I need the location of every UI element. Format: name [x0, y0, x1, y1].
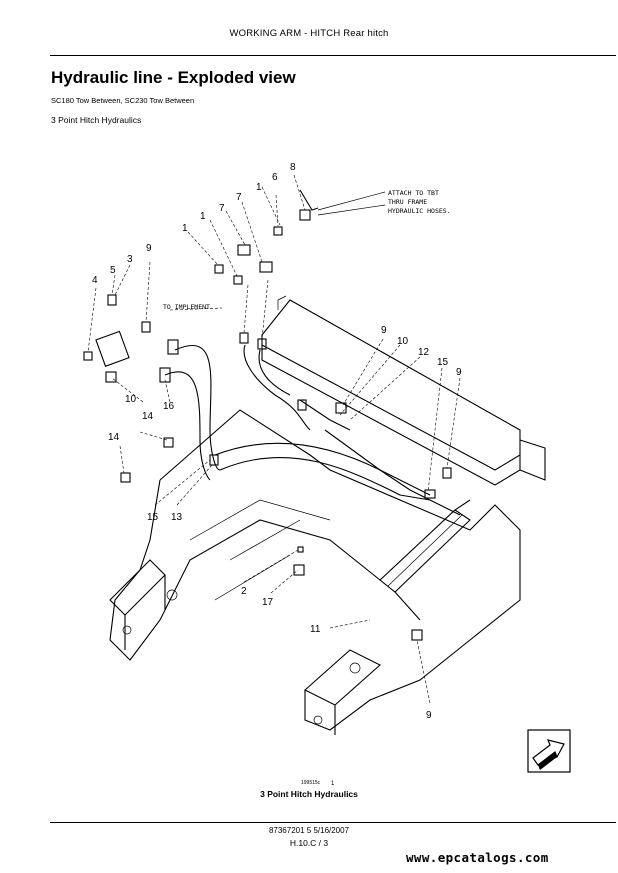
- callout-9: 9: [146, 243, 152, 254]
- callout-10: 10: [125, 394, 137, 405]
- section-title: 3 Point Hitch Hydraulics: [51, 115, 142, 125]
- callout-9: 9: [381, 325, 387, 336]
- hoses: [164, 344, 461, 516]
- callout-1: 1: [256, 182, 262, 193]
- callout-14: 14: [108, 432, 120, 443]
- callout-5: 5: [110, 265, 116, 276]
- callout-9: 9: [456, 367, 462, 378]
- callout-numbers: 8 6 1 7 1 7 1 9 3 5 4 9 10 12 15 9 14 16…: [92, 162, 462, 721]
- callout-16: 16: [163, 401, 175, 412]
- running-header: WORKING ARM - HITCH Rear hitch: [229, 28, 389, 39]
- attach-note-line-1: ATTACH TO TBT: [388, 189, 439, 197]
- callout-14: 14: [142, 411, 154, 422]
- callout-7: 7: [219, 203, 225, 214]
- figure-sheet: 1: [331, 781, 335, 787]
- callout-15: 15: [437, 357, 449, 368]
- callout-12: 12: [418, 347, 430, 358]
- attach-note: ATTACH TO TBT THRU FRAME HYDRAULIC HOSES…: [388, 189, 451, 215]
- callout-10: 10: [397, 336, 409, 347]
- callout-9: 9: [426, 710, 432, 721]
- hitch-frame: [109, 409, 521, 735]
- callout-11: 11: [310, 624, 321, 635]
- attach-arrows: [317, 191, 386, 216]
- document-info: 87367201 5 5/16/2007: [268, 826, 350, 835]
- next-page-arrow-icon[interactable]: [527, 729, 571, 773]
- figure-caption: 3 Point Hitch Hydraulics: [260, 789, 358, 799]
- callout-15: 15: [147, 512, 159, 523]
- callout-7: 7: [236, 192, 242, 203]
- page-title: Hydraulic line - Exploded view: [51, 68, 296, 87]
- callout-6: 6: [272, 172, 278, 183]
- page-code: H.10.C / 3: [289, 838, 329, 848]
- callout-4: 4: [92, 275, 98, 286]
- callout-1: 1: [200, 211, 206, 222]
- leader-lines: [87, 174, 461, 704]
- callout-8: 8: [290, 162, 296, 173]
- website-watermark[interactable]: www.epcatalogs.com: [406, 850, 549, 865]
- figure-number: 199515c: [301, 780, 321, 786]
- callout-1: 1: [182, 223, 188, 234]
- hydraulic-cylinder: [379, 499, 471, 621]
- header-rule: [50, 55, 616, 56]
- to-implement-note: TO IMPLEMENT: [163, 303, 210, 311]
- callout-17: 17: [262, 597, 274, 608]
- callout-2: 2: [241, 586, 247, 597]
- attach-note-line-2: THRU FRAME: [388, 198, 427, 206]
- applicable-models: SC180 Tow Between, SC230 Tow Between: [51, 96, 195, 105]
- footer-rule: [50, 822, 616, 823]
- attach-note-line-3: HYDRAULIC HOSES.: [388, 207, 451, 215]
- frame-beam: [261, 295, 546, 486]
- callout-3: 3: [127, 254, 133, 265]
- fittings: [83, 189, 452, 641]
- callout-13: 13: [171, 512, 183, 523]
